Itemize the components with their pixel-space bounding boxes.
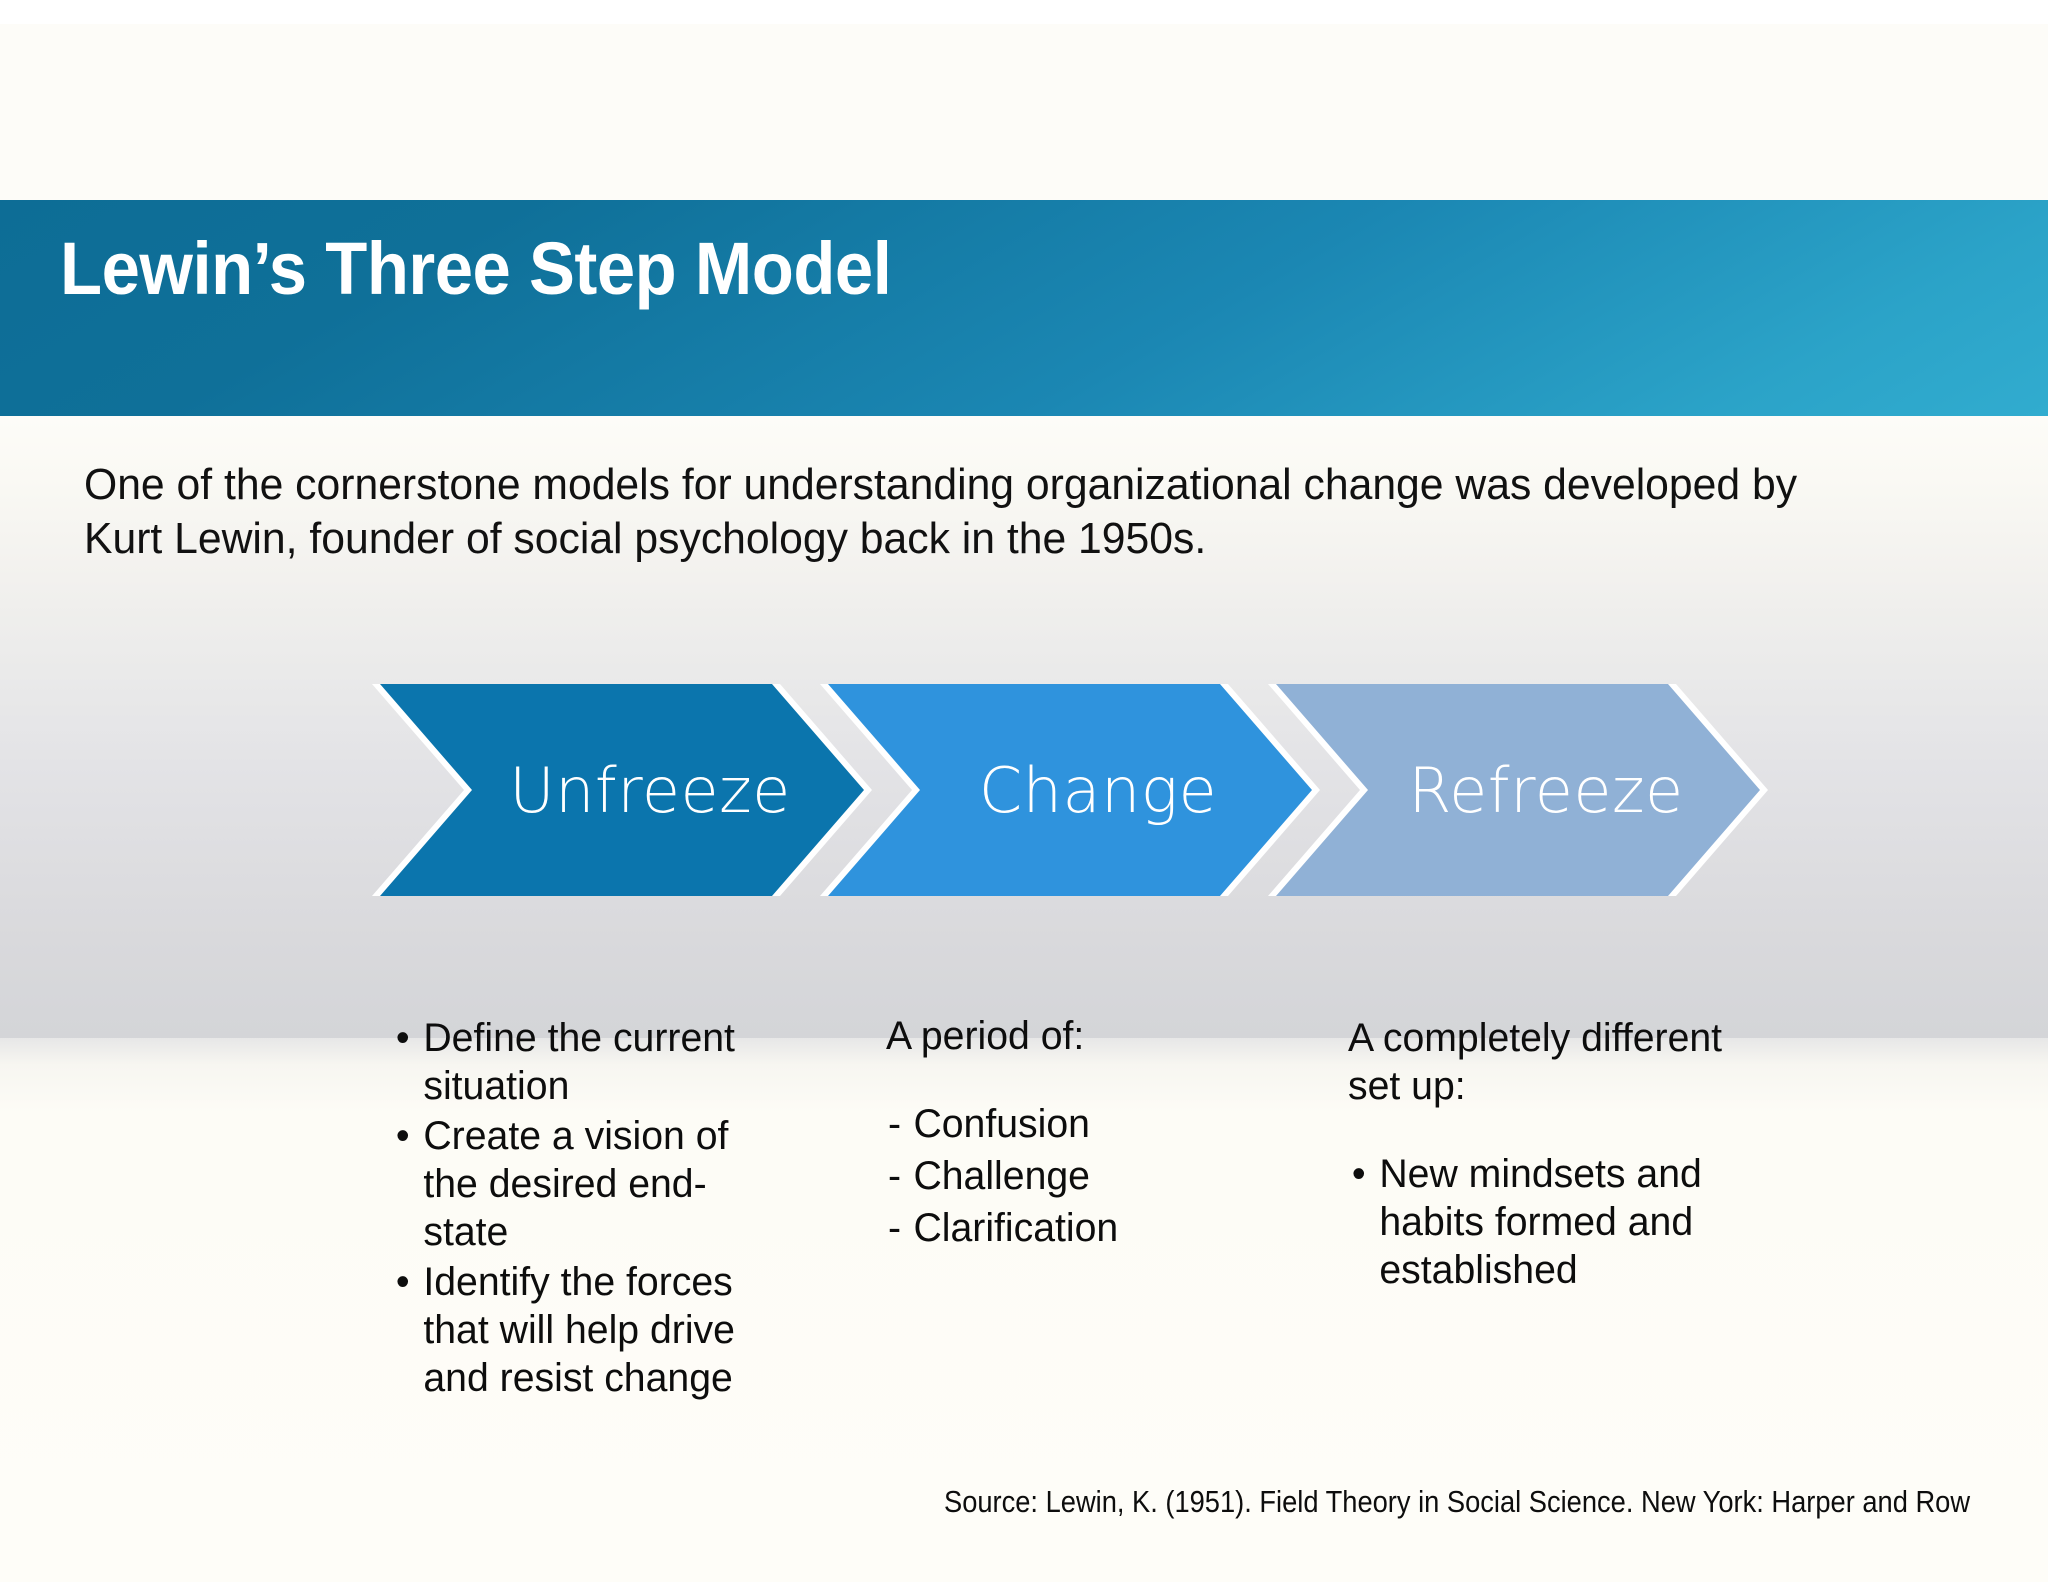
spacer [886, 1060, 1219, 1100]
change-dash-list: Confusion Challenge Clarification [886, 1100, 1219, 1252]
list-item: New mindsets and habits formed and estab… [1348, 1150, 1740, 1294]
change-heading: A period of: [886, 1014, 1085, 1058]
source-citation: Source: Lewin, K. (1951). Field Theory i… [944, 1484, 1971, 1519]
list-item: Challenge [886, 1152, 1219, 1200]
intro-paragraph: One of the cornerstone models for unders… [84, 458, 1927, 565]
background-top-strip [0, 0, 2048, 24]
intro-line-1: One of the cornerstone models for unders… [84, 460, 1798, 509]
chevron-label-change: Change [978, 753, 1218, 827]
chevron-label-refreeze: Refreeze [1408, 753, 1684, 827]
unfreeze-bullet-list: Define the current situation Create a vi… [392, 1014, 745, 1402]
list-item: Identify the forces that will help drive… [392, 1258, 745, 1402]
spacer [1348, 1110, 1740, 1150]
chevron-step-change[interactable]: Change [828, 684, 1312, 896]
detail-column-refreeze: A completely different set up: New minds… [1348, 1014, 1740, 1296]
intro-line-2: Kurt Lewin, founder of social psychology… [84, 513, 1207, 563]
detail-column-change: A period of: Confusion Challenge Clarifi… [886, 1012, 1219, 1256]
list-item: Create a vision of the desired end-state [392, 1112, 745, 1256]
chevron-step-refreeze[interactable]: Refreeze [1276, 684, 1760, 896]
chevron-label-unfreeze: Unfreeze [509, 753, 791, 827]
process-chevron-row: Unfreeze Change Refreeze [372, 684, 1752, 896]
detail-column-unfreeze: Define the current situation Create a vi… [392, 1014, 745, 1404]
chevron-step-unfreeze[interactable]: Unfreeze [380, 684, 864, 896]
page-title: Lewin’s Three Step Model [60, 227, 892, 310]
refreeze-bullet-list: New mindsets and habits formed and estab… [1348, 1150, 1740, 1294]
list-item: Define the current situation [392, 1014, 745, 1110]
title-banner: Lewin’s Three Step Model [0, 200, 2048, 416]
list-item: Clarification [886, 1204, 1219, 1252]
list-item: Confusion [886, 1100, 1219, 1148]
refreeze-heading: A completely different set up: [1348, 1016, 1723, 1108]
background-upper [0, 24, 2048, 200]
